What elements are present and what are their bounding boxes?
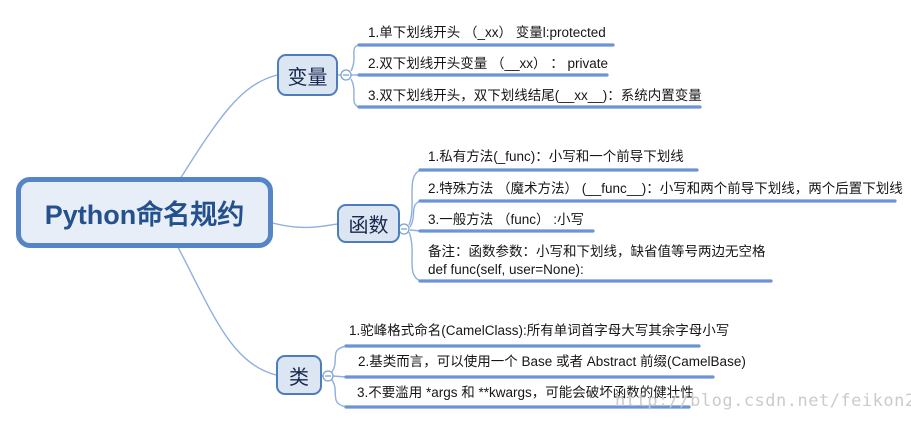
connector-curve <box>169 231 277 376</box>
connector-curve <box>350 78 360 108</box>
root-node-label: Python命名规约 <box>44 200 245 230</box>
connector-curve <box>350 44 360 72</box>
leaf-functions-note[interactable]: 备注：函数参数：小写和下划线，缺省值等号两边无空格 def func(self,… <box>428 244 766 277</box>
connector-curve <box>169 74 278 196</box>
branch-node-classes[interactable]: 类 <box>276 355 322 395</box>
leaf-classes-2[interactable]: 2.基类而言，可以使用一个 Base 或者 Abstract 前缀(CamelB… <box>358 354 746 369</box>
branch-node-label: 函数 <box>348 215 389 237</box>
connector-curve <box>331 345 348 373</box>
connector-curve <box>409 200 422 228</box>
leaf-functions-1[interactable]: 1.私有方法(_func)：小写和一个前导下划线 <box>428 149 684 164</box>
leaf-variables-2[interactable]: 2.双下划线开头变量 （__xx） ： private <box>368 56 609 71</box>
leaf-classes-1[interactable]: 1.驼峰格式命名(CamelClass):所有单词首字母大写其余字母小写 <box>349 323 730 338</box>
collapse-icon[interactable] <box>322 370 334 382</box>
connector-curve <box>332 375 347 378</box>
branch-node-variables[interactable]: 变量 <box>277 54 338 96</box>
connector-curve <box>408 231 422 282</box>
watermark: http://blog.csdn.net/feikon2 <box>615 391 911 411</box>
collapse-icon[interactable] <box>398 223 410 235</box>
branch-node-functions[interactable]: 函数 <box>337 204 400 243</box>
leaf-functions-2[interactable]: 2.特殊方法 （魔术方法） (__func__)：小写和两个前导下划线，两个后置… <box>428 181 903 196</box>
leaf-variables-3[interactable]: 3.双下划线开头，双下划线结尾(__xx__)：系统内置变量 <box>368 88 702 103</box>
root-node[interactable]: Python命名规约 <box>16 177 273 248</box>
connector-curve <box>408 169 422 226</box>
connector-curve <box>331 379 348 408</box>
leaf-variables-1[interactable]: 1.单下划线开头 （_xx） 变量l:protected <box>368 25 606 40</box>
leaf-functions-3[interactable]: 3.一般方法 （func） :小写 <box>428 212 585 227</box>
leaf-classes-3[interactable]: 3.不要滥用 *args 和 **kwargs，可能会破坏函数的健壮性 <box>357 385 694 400</box>
branch-node-label: 变量 <box>287 66 328 89</box>
collapse-icon[interactable] <box>340 69 352 81</box>
branch-node-label: 类 <box>289 366 309 389</box>
